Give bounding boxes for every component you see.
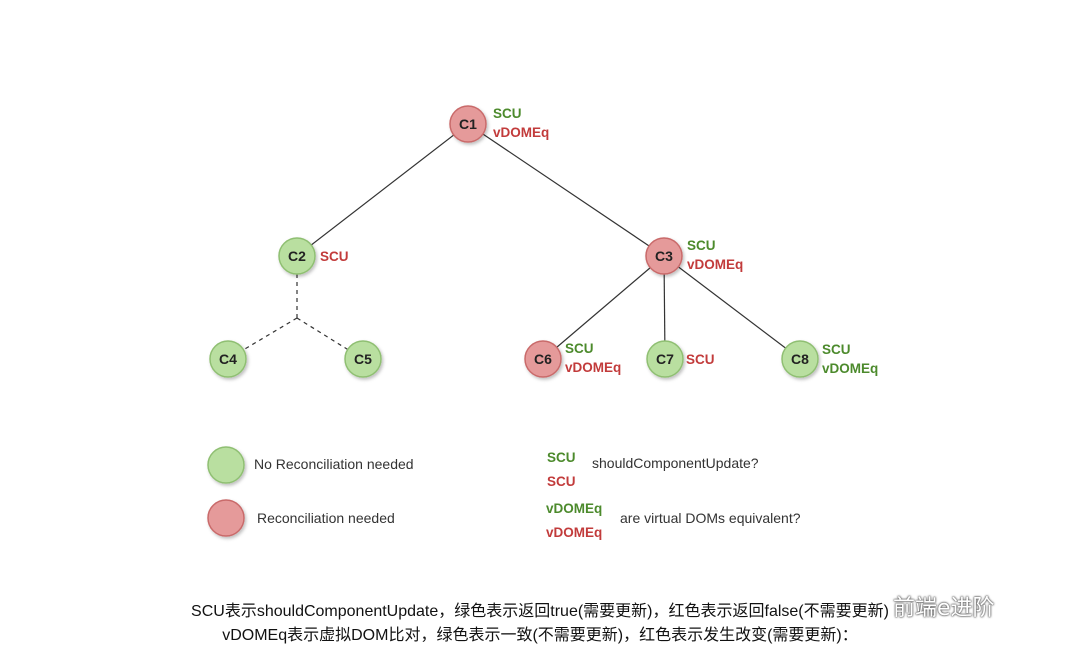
edge-c3-c6: [542, 255, 665, 360]
node-circle: [524, 340, 562, 378]
legend: No Reconciliation needed Reconciliation …: [207, 446, 801, 540]
legend-scu-description: shouldComponentUpdate?: [592, 455, 759, 471]
node-c7: C7 SCU: [646, 340, 715, 378]
legend-scu-green: SCU: [547, 450, 576, 465]
node-label: C6: [534, 351, 552, 367]
node-tag-vdomeq: vDOMEq: [565, 360, 621, 375]
node-label: C8: [791, 351, 809, 367]
legend-vdom-red: vDOMEq: [546, 525, 602, 540]
node-tag-scu: SCU: [320, 249, 349, 264]
edge-c1-c3: [467, 123, 665, 257]
caption-line-2: vDOMEq表示虚拟DOM比对，绿色表示一致(不需要更新)，红色表示发生改变(需…: [222, 627, 858, 644]
node-c5: C5: [344, 340, 382, 378]
node-tag-vdomeq: vDOMEq: [493, 125, 549, 140]
node-label: C5: [354, 351, 372, 367]
node-circle: [209, 340, 247, 378]
node-circle: [781, 340, 819, 378]
node-tag-scu: SCU: [493, 106, 522, 121]
node-label: C3: [655, 248, 673, 264]
legend-vdom-green: vDOMEq: [546, 501, 602, 516]
watermark: 前端e进阶: [893, 596, 995, 621]
node-c2: C2 SCU: [278, 237, 349, 275]
legend-green-label: No Reconciliation needed: [254, 456, 414, 472]
node-tag-scu: SCU: [565, 341, 594, 356]
node-tag-scu: SCU: [822, 342, 851, 357]
legend-red-circle: [207, 499, 245, 537]
node-label: C2: [288, 248, 306, 264]
legend-scu-red: SCU: [547, 474, 576, 489]
node-c3: C3 SCU vDOMEq: [645, 237, 743, 275]
node-c1: C1 SCU vDOMEq: [449, 105, 549, 143]
node-circle: [645, 237, 683, 275]
edge-c3-c8: [663, 255, 801, 360]
node-circle: [646, 340, 684, 378]
node-tag-vdomeq: vDOMEq: [687, 257, 743, 272]
legend-green-circle: [207, 446, 245, 484]
node-label: C1: [459, 116, 477, 132]
node-label: C4: [219, 351, 237, 367]
node-label: C7: [656, 351, 674, 367]
node-tag-scu: SCU: [687, 238, 716, 253]
node-tag-vdomeq: vDOMEq: [822, 361, 878, 376]
node-circle: [278, 237, 316, 275]
node-c6: C6 SCU vDOMEq: [524, 340, 621, 378]
node-c4: C4: [209, 340, 247, 378]
legend-vdom-description: are virtual DOMs equivalent?: [620, 510, 801, 526]
edge-c1-c2: [296, 123, 469, 257]
legend-red-label: Reconciliation needed: [257, 510, 395, 526]
node-c8: C8 SCU vDOMEq: [781, 340, 878, 378]
node-tag-scu: SCU: [686, 352, 715, 367]
node-circle: [344, 340, 382, 378]
node-circle: [449, 105, 487, 143]
caption-line-1: SCU表示shouldComponentUpdate，绿色表示返回true(需要…: [191, 603, 889, 620]
